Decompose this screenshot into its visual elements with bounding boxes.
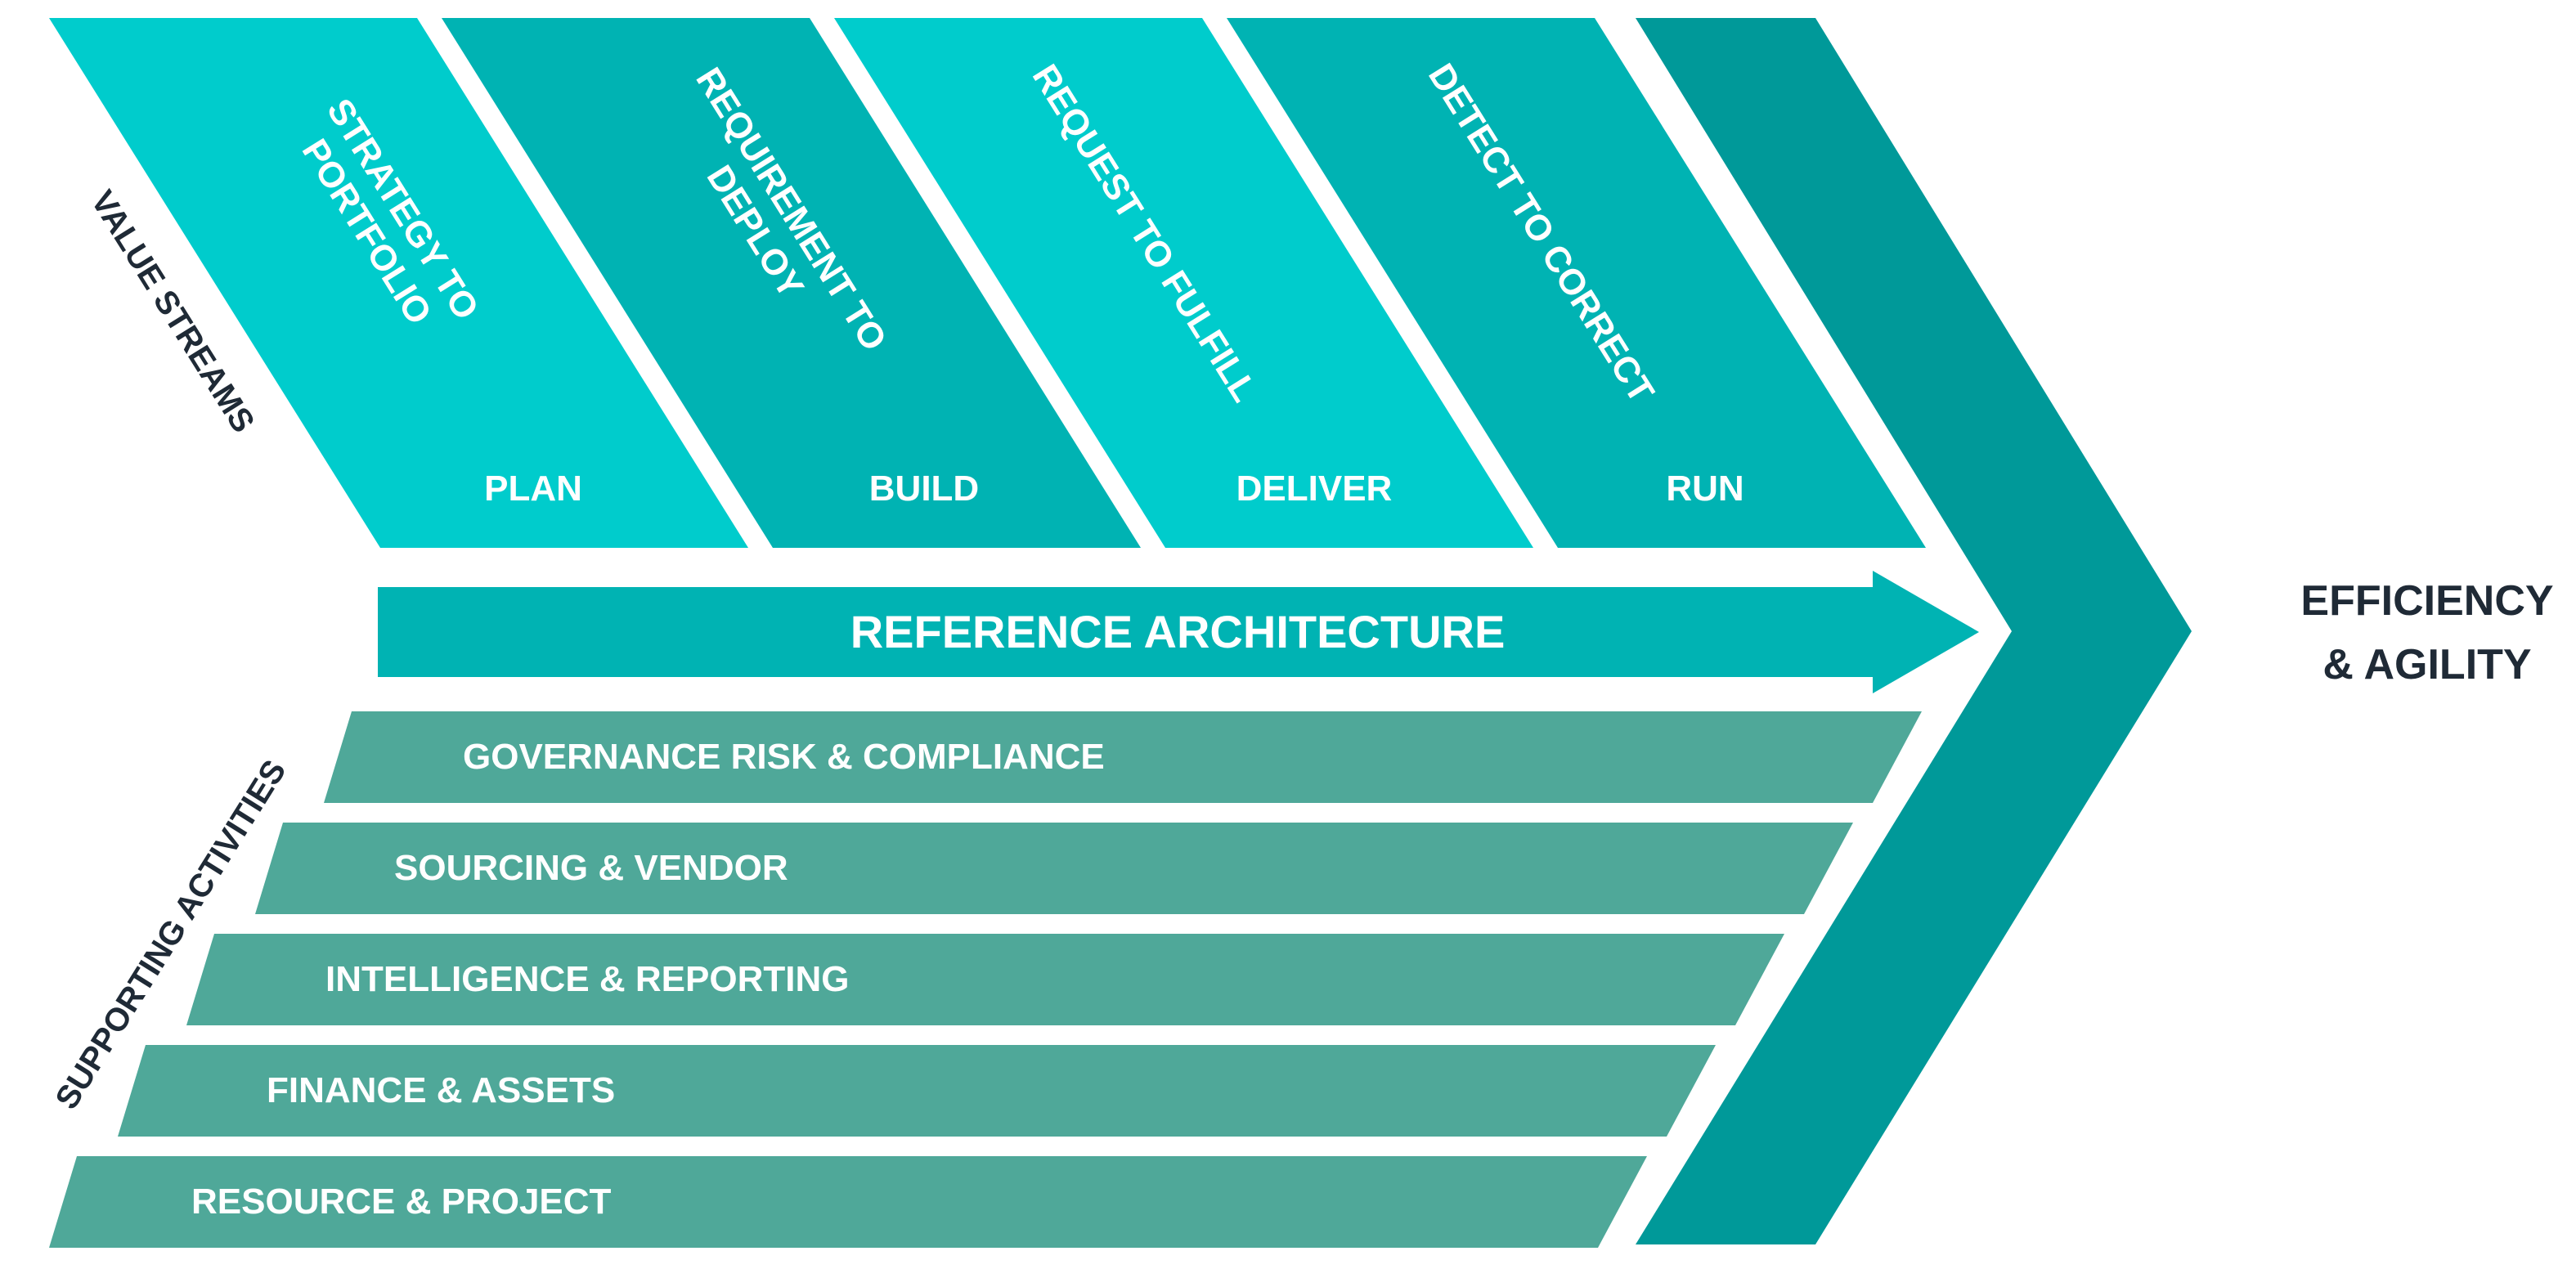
support-band-governance	[324, 711, 1922, 803]
support-label-finance: FINANCE & ASSETS	[267, 1070, 615, 1110]
reference-architecture-arrow	[378, 571, 1979, 693]
phase-plan-label: PLAN	[484, 469, 582, 509]
phase-build-label: BUILD	[869, 469, 979, 509]
value-stream-run-shape	[1227, 18, 1926, 548]
support-band-sourcing	[255, 823, 1853, 914]
support-label-governance: GOVERNANCE RISK & COMPLIANCE	[463, 737, 1105, 777]
support-band-finance	[118, 1045, 1716, 1137]
support-label-sourcing: SOURCING & VENDOR	[394, 848, 788, 888]
phase-deliver-label: DELIVER	[1236, 469, 1393, 509]
support-band-intelligence	[186, 934, 1784, 1025]
value-stream-deliver-shape	[834, 18, 1533, 548]
support-label-intelligence: INTELLIGENCE & REPORTING	[325, 959, 849, 999]
value-stream-plan-shape	[49, 18, 748, 548]
outcome-chevron	[1636, 18, 2192, 1244]
phase-run-label: RUN	[1666, 469, 1744, 509]
support-label-resource: RESOURCE & PROJECT	[191, 1182, 612, 1222]
reference-architecture-label: REFERENCE ARCHITECTURE	[850, 606, 1506, 657]
outcome-line1: EFFICIENCY	[2300, 577, 2553, 625]
value-stream-build-shape	[442, 18, 1141, 548]
support-band-resource	[49, 1156, 1647, 1248]
outcome-line2: & AGILITY	[2322, 641, 2531, 688]
